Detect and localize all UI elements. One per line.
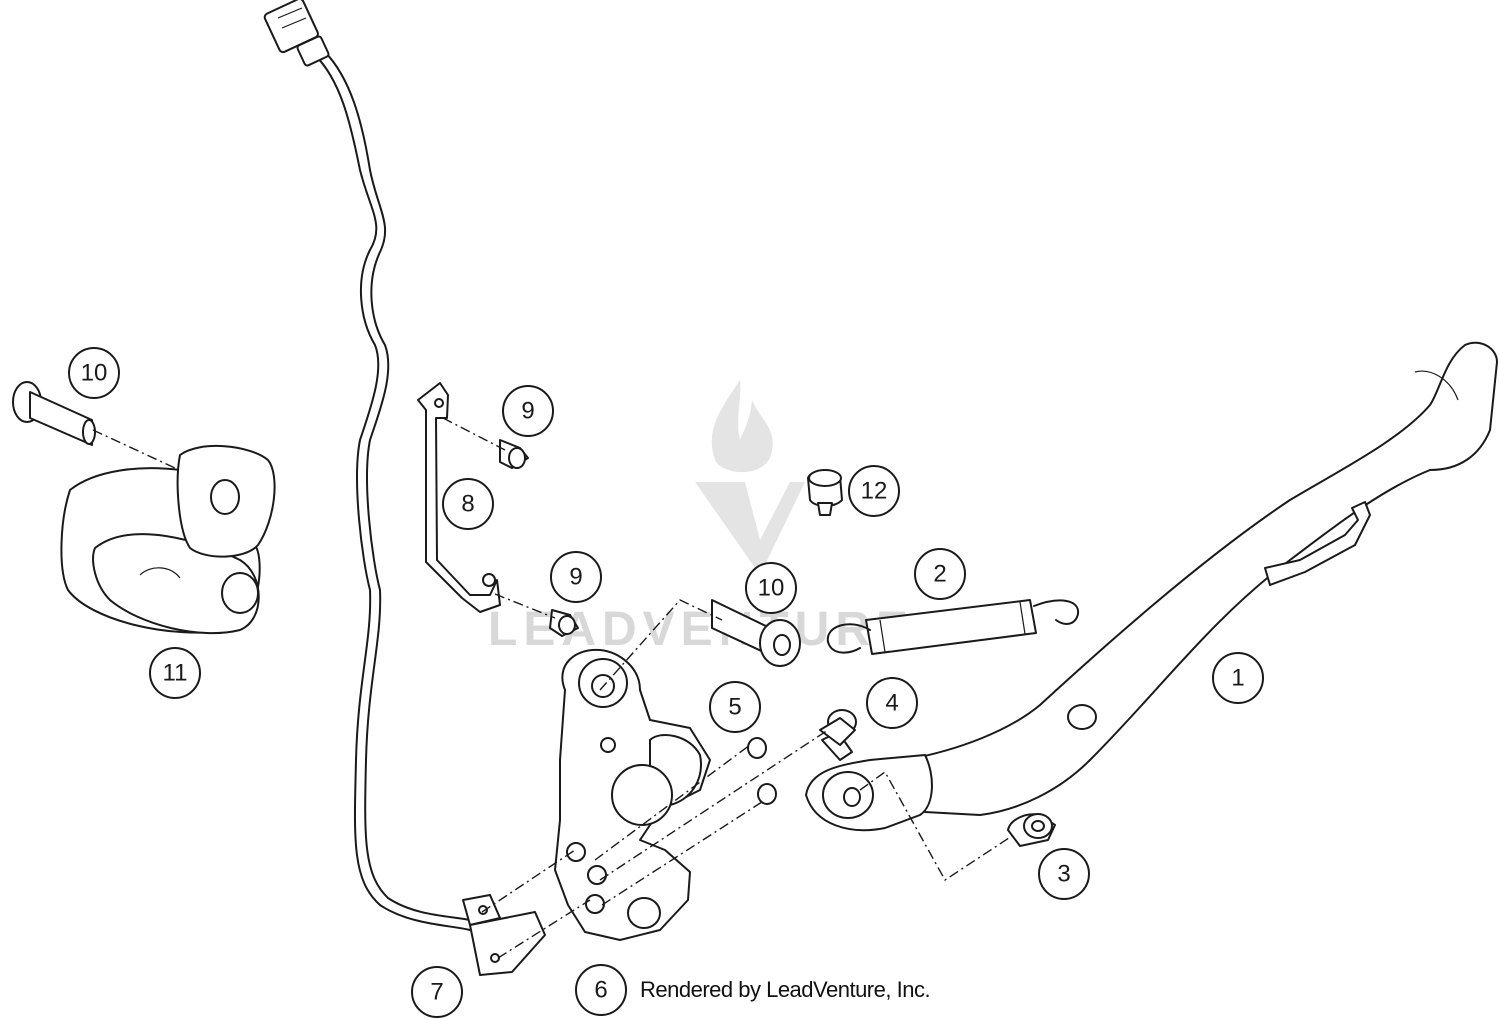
svg-text:9: 9 bbox=[521, 398, 534, 425]
part-7-sensor-plug bbox=[462, 894, 546, 976]
callout-12: 12 bbox=[848, 465, 900, 517]
svg-text:10: 10 bbox=[81, 360, 108, 387]
svg-text:10: 10 bbox=[758, 575, 785, 602]
callout-4: 4 bbox=[866, 677, 918, 729]
part-11-sensor-housing bbox=[60, 444, 276, 635]
part-10-pivot-bolt bbox=[711, 599, 801, 667]
callout-10-left: 10 bbox=[68, 347, 120, 399]
part-1-side-stand bbox=[805, 341, 1498, 832]
part-5-screw bbox=[747, 737, 777, 805]
callout-7: 7 bbox=[411, 966, 463, 1018]
callout-11: 11 bbox=[149, 647, 201, 699]
svg-text:2: 2 bbox=[933, 561, 946, 588]
svg-text:9: 9 bbox=[569, 564, 582, 591]
callout-3: 3 bbox=[1038, 848, 1090, 900]
callout-9-lower: 9 bbox=[550, 551, 602, 603]
callout-1: 1 bbox=[1212, 652, 1264, 704]
callout-8: 8 bbox=[442, 478, 494, 530]
part-9-screw-lower bbox=[549, 609, 579, 637]
svg-text:6: 6 bbox=[594, 977, 607, 1004]
svg-text:1: 1 bbox=[1231, 665, 1244, 692]
callout-2: 2 bbox=[914, 548, 966, 600]
svg-text:7: 7 bbox=[430, 979, 443, 1006]
svg-text:4: 4 bbox=[885, 690, 898, 717]
callout-6: 6 bbox=[575, 964, 627, 1016]
part-3-nut bbox=[1007, 813, 1056, 847]
part-2-spring bbox=[826, 599, 1080, 655]
render-credit: Rendered by LeadVenture, Inc. bbox=[640, 977, 931, 1002]
svg-text:3: 3 bbox=[1057, 861, 1070, 888]
part-12-screw bbox=[807, 469, 843, 516]
part-4-bolt bbox=[819, 709, 857, 761]
svg-text:5: 5 bbox=[728, 694, 741, 721]
part-10-bolt bbox=[12, 381, 96, 446]
part-9-screw-upper bbox=[499, 439, 529, 469]
svg-text:12: 12 bbox=[861, 478, 888, 505]
callout-5: 5 bbox=[709, 681, 761, 733]
leader-lines bbox=[92, 417, 1013, 959]
sensor-cable bbox=[263, 0, 471, 931]
flame-logo-icon bbox=[711, 380, 773, 473]
callout-10-center: 10 bbox=[745, 562, 797, 614]
callout-9-upper: 9 bbox=[502, 385, 554, 437]
v-logo-icon bbox=[695, 482, 805, 575]
svg-text:8: 8 bbox=[461, 491, 474, 518]
svg-text:11: 11 bbox=[163, 660, 188, 687]
part-6-mounting-bracket bbox=[554, 648, 711, 941]
